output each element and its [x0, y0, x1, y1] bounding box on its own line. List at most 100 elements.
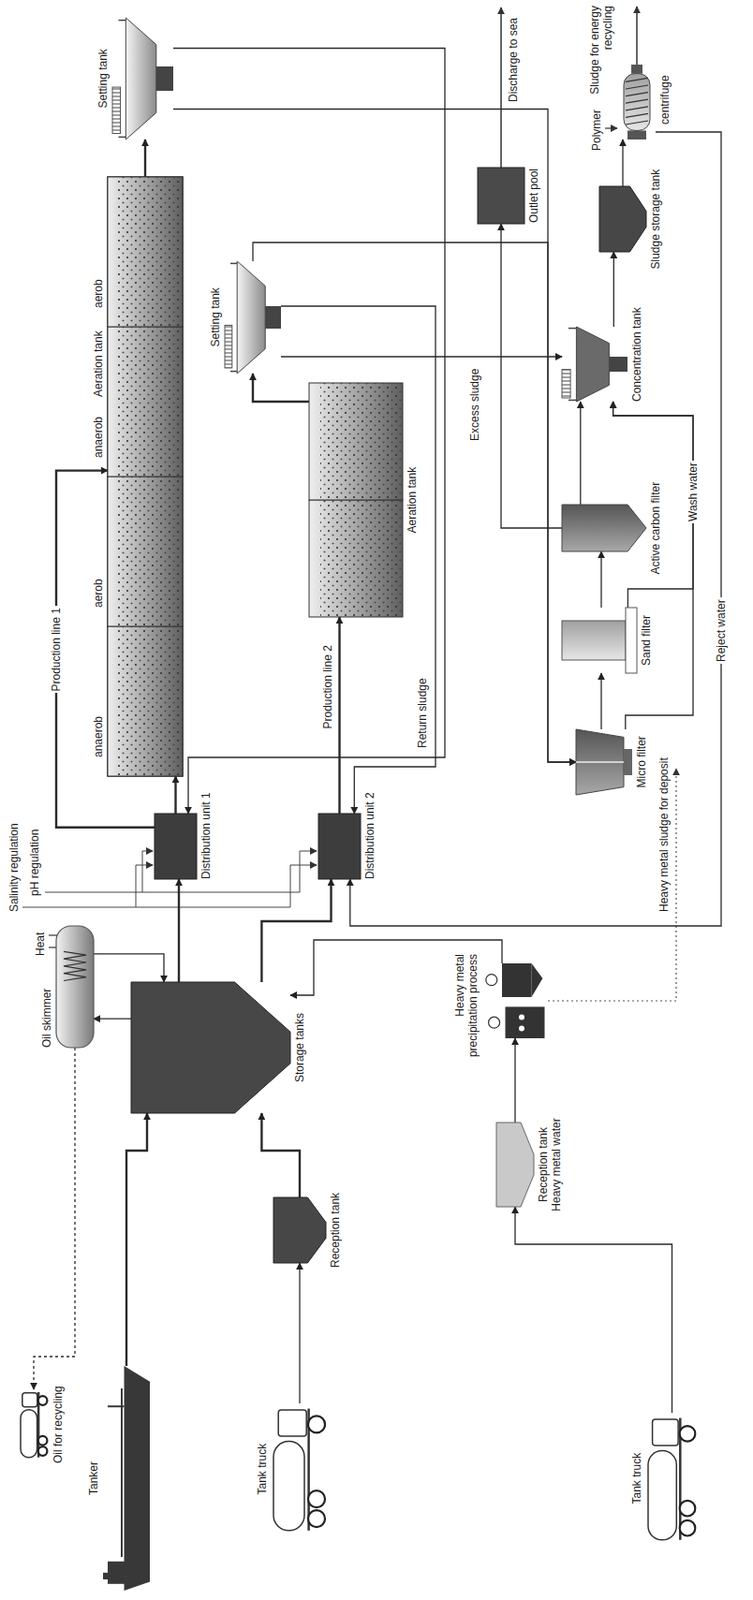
- ph-line: [142, 851, 153, 893]
- flow-note: Return sludge: [415, 678, 429, 749]
- flow-connector: [514, 1038, 516, 1123]
- equipment-symbol: [309, 383, 403, 618]
- equipment-symbol: [107, 626, 183, 777]
- truck-cab: [22, 1393, 38, 1408]
- skimmer-body: [56, 926, 94, 1049]
- equipment-node: Tank truck: [646, 1413, 698, 1545]
- equipment-node: aerob: [107, 177, 183, 327]
- equipment-symbol: [496, 1122, 534, 1208]
- equipment-label: Concentration tank: [630, 307, 644, 402]
- equipment-node: Setting tank: [224, 261, 281, 374]
- equipment-node: Oil skimmer: [56, 926, 94, 1049]
- flow-note: Wash water: [686, 460, 700, 524]
- carbon-column: [561, 504, 647, 552]
- screw-flight: [625, 106, 649, 111]
- sludge-out-arrow: [635, 6, 638, 65]
- equipment-symbol: [107, 326, 183, 477]
- flow-connector: [350, 132, 722, 927]
- equipment-label: Distribution unit 1: [199, 792, 213, 880]
- flow-connector: [252, 242, 576, 763]
- weir: [118, 19, 127, 22]
- equipment-label: Outlet pool: [527, 168, 541, 223]
- precip-dot: [518, 1026, 525, 1033]
- flow-note: Discharge to sea: [506, 17, 520, 103]
- equipment-symbol: [318, 813, 361, 880]
- edge-label: Production line 1: [49, 605, 63, 694]
- equipment-symbol: [561, 607, 637, 674]
- aeration-bubbles: [320, 383, 403, 501]
- equipment-label: Reception tank: [328, 1193, 342, 1269]
- weir: [230, 263, 237, 266]
- truck-cab: [278, 1410, 307, 1437]
- flow-connector: [144, 139, 147, 178]
- sludge-sump: [265, 306, 281, 329]
- clarifier-body: [575, 326, 609, 402]
- weir: [118, 136, 127, 139]
- flow-note: Heat: [33, 932, 47, 957]
- equipment-symbol: [561, 504, 647, 552]
- equipment-node: Sludge storage tank: [599, 186, 647, 252]
- flow-connector: [515, 1207, 673, 1414]
- precip-tank: [502, 963, 532, 998]
- equipment-node: Outlet pool: [477, 167, 525, 224]
- equipment-node: Setting tank: [112, 17, 174, 140]
- drum-base: [623, 749, 633, 776]
- heating-coil: [63, 951, 87, 981]
- flow-connector: [613, 401, 694, 730]
- truck-wheel: [679, 1426, 696, 1443]
- screw-flight: [625, 113, 649, 118]
- equipment-node: Oil for recycling: [18, 1389, 49, 1461]
- equipment-label: Oil skimmer: [40, 989, 54, 1049]
- equipment-label: Setting tank: [208, 287, 222, 347]
- precip-tank: [505, 1006, 546, 1039]
- precip-dot: [518, 1015, 525, 1021]
- equipment-label: Sludge storage tank: [649, 169, 663, 270]
- drum-filter: [575, 729, 624, 796]
- equipment-label: Storage tanks: [293, 1013, 307, 1083]
- flow-connector: [252, 373, 310, 402]
- equipment-symbol: [112, 17, 174, 140]
- ship-funnel: [103, 1573, 109, 1580]
- equipment-label: anaerob: [91, 716, 105, 758]
- equipment-label: aerob: [91, 578, 105, 608]
- ship-mast: [107, 1405, 125, 1408]
- equipment-symbol: [273, 1197, 326, 1264]
- equipment-node: Reception tank: [273, 1197, 326, 1264]
- flow-connector: [173, 48, 445, 815]
- equipment-node: Aeration tankanaerobaerobanaerobaerob: [107, 177, 183, 777]
- screw-flight: [625, 99, 649, 104]
- equipment-node: Active carbon filter: [561, 504, 647, 552]
- truck-tank: [648, 1451, 677, 1541]
- equipment-label: Tanker: [87, 1461, 101, 1496]
- equipment-label: Tank truck: [255, 1444, 269, 1496]
- polymer-arrow: [605, 127, 618, 129]
- truck-tank: [20, 1410, 38, 1459]
- equipment-node: Micro filter: [575, 729, 633, 796]
- equipment-label: Micro filter: [634, 736, 649, 788]
- equipment-label: centrifuge: [658, 74, 672, 125]
- equipment-label: Heavy metal precipitation process: [453, 954, 480, 1072]
- truck-wheel: [38, 1446, 48, 1457]
- equipment-symbol: [56, 926, 94, 1049]
- equipment-symbol: [18, 1389, 49, 1461]
- flow-connector: [177, 879, 180, 983]
- flow-connector: [298, 1263, 300, 1404]
- sand-column: [561, 620, 626, 661]
- truck-wheel: [38, 1396, 48, 1406]
- weir: [568, 327, 576, 330]
- aeration-bubbles: [117, 476, 183, 627]
- flow-connector: [261, 879, 331, 983]
- truck-wheel: [679, 1501, 696, 1518]
- salinity-line: [135, 865, 153, 908]
- truck-wheel: [38, 1436, 48, 1447]
- aeration-fill: [107, 326, 183, 477]
- equipment-symbol: [646, 1413, 698, 1545]
- equipment-label: Setting tank: [96, 48, 110, 108]
- edge-label: Production line 2: [321, 643, 335, 731]
- flow-connector: [501, 223, 562, 529]
- equipment-node: Tanker: [103, 1366, 150, 1592]
- aeration-fill: [309, 500, 403, 618]
- mixer: [488, 1017, 501, 1029]
- equipment-label: Aeration tank: [91, 330, 105, 398]
- truck-wheel: [308, 1416, 325, 1433]
